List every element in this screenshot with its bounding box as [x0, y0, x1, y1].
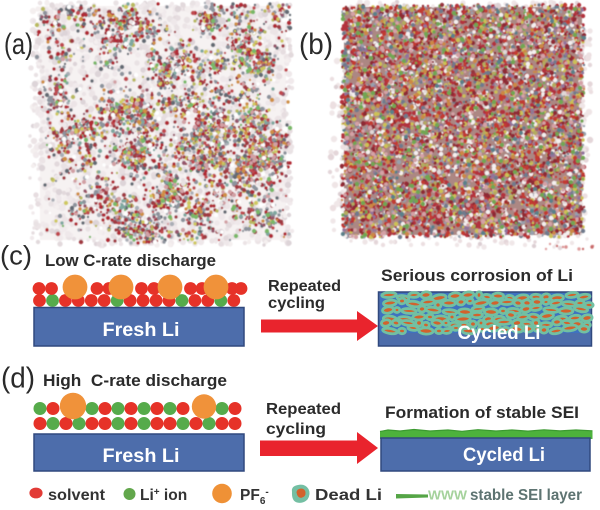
- svg-text:Low C-rate discharge: Low C-rate discharge: [45, 251, 216, 270]
- svg-text:Dead Li: Dead Li: [315, 487, 382, 504]
- svg-text:Cycled Li: Cycled Li: [458, 322, 541, 344]
- svg-text:WWW: WWW: [428, 489, 467, 503]
- svg-text:Fresh Li: Fresh Li: [103, 320, 180, 341]
- svg-text:(c): (c): [0, 241, 32, 271]
- svg-text:(b): (b): [299, 28, 333, 61]
- svg-text:stable SEI layer: stable SEI layer: [470, 487, 582, 504]
- svg-text:Li+ ion: Li+ ion: [140, 487, 187, 504]
- svg-text:cycling: cycling: [268, 295, 325, 312]
- svg-text:(a): (a): [4, 28, 33, 61]
- svg-text:Formation of stable SEI: Formation of stable SEI: [385, 403, 579, 422]
- svg-text:Repeated: Repeated: [266, 401, 341, 418]
- svg-text:Repeated: Repeated: [268, 278, 341, 295]
- svg-text:solvent: solvent: [48, 487, 105, 504]
- svg-text:cycling: cycling: [266, 421, 326, 438]
- svg-text:Fresh Li: Fresh Li: [103, 446, 180, 467]
- svg-text:(d): (d): [1, 363, 35, 395]
- svg-text:Serious corrosion of Li: Serious corrosion of Li: [381, 266, 573, 285]
- svg-text:High C-rate discharge: High C-rate discharge: [43, 371, 227, 390]
- svg-text:Cycled Li: Cycled Li: [463, 444, 545, 466]
